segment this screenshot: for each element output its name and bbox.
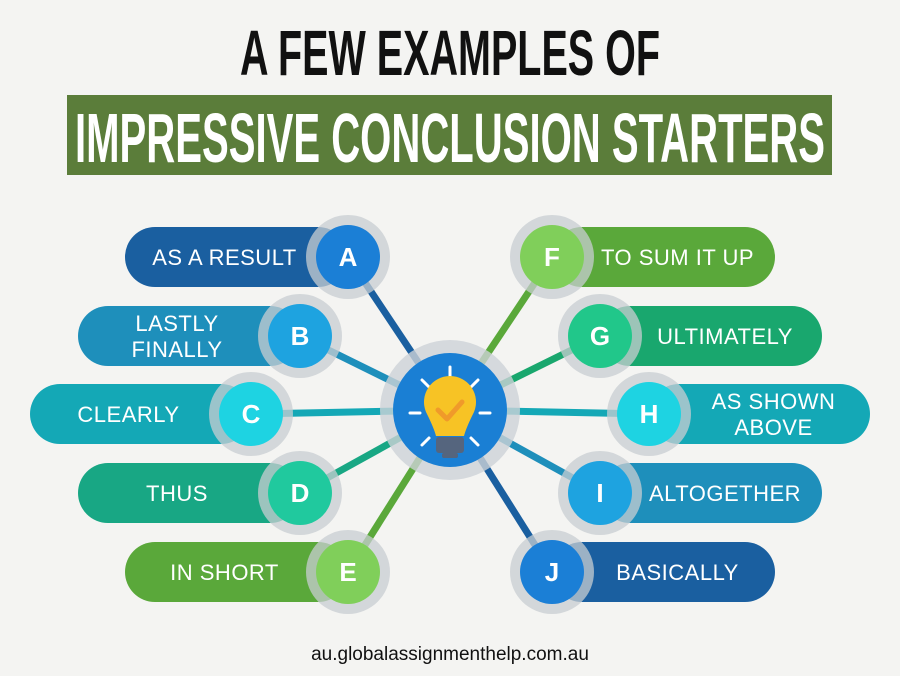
letter-circle — [568, 304, 632, 368]
item-label: TO SUM IT UP — [601, 245, 754, 270]
pill — [552, 227, 775, 287]
header: A FEW EXAMPLES OF IMPRESSIVE CONCLUSION … — [67, 17, 832, 177]
letter-label: H — [640, 399, 659, 429]
letter-label: C — [242, 399, 261, 429]
item-e: E IN SHORT — [125, 530, 390, 614]
item-g: G ULTIMATELY — [558, 294, 822, 378]
letter-circle — [316, 540, 380, 604]
item-j: J BASICALLY — [510, 530, 775, 614]
checkmark — [435, 399, 465, 422]
bulb — [424, 376, 477, 436]
letter-label: J — [545, 557, 559, 587]
letter-label: G — [590, 321, 610, 351]
letter-circle — [520, 225, 584, 289]
pill — [600, 463, 822, 523]
pill — [30, 384, 251, 444]
ray — [420, 436, 431, 447]
letter-label: A — [339, 242, 358, 272]
title-line-2: IMPRESSIVE CONCLUSION STARTERS — [75, 99, 825, 177]
item-label: CLEARLY — [77, 402, 179, 427]
item-label: ABOVE — [734, 415, 812, 440]
letter-label: E — [339, 557, 356, 587]
pill — [552, 542, 775, 602]
item-f: F TO SUM IT UP — [510, 215, 775, 299]
title-banner — [67, 95, 832, 175]
pill — [78, 463, 300, 523]
letter-circle — [568, 461, 632, 525]
letter-circle — [268, 304, 332, 368]
letter-label: F — [544, 242, 560, 272]
item-label: ALTOGETHER — [649, 481, 801, 506]
letter-circle — [219, 382, 283, 446]
item-a: A AS A RESULT — [125, 215, 390, 299]
item-label: AS SHOWN — [712, 389, 836, 414]
ray — [469, 436, 480, 447]
pill — [600, 306, 822, 366]
item-label: ULTIMATELY — [657, 324, 793, 349]
item-label: IN SHORT — [170, 560, 279, 585]
ray — [420, 378, 431, 389]
letter-label: I — [596, 478, 603, 508]
item-i: I ALTOGETHER — [558, 451, 822, 535]
letter-circle — [268, 461, 332, 525]
footer-url: au.globalassignmenthelp.com.au — [311, 644, 589, 665]
bulb-base — [436, 437, 464, 453]
pill — [125, 227, 348, 287]
center-hub — [380, 340, 520, 480]
letter-circle — [316, 225, 380, 289]
ray — [469, 378, 480, 389]
pill — [649, 384, 870, 444]
letter-label: B — [291, 321, 310, 351]
item-d: D THUS — [78, 451, 342, 535]
letter-circle — [520, 540, 584, 604]
letter-circle — [617, 382, 681, 446]
item-label: LASTLY — [135, 311, 218, 336]
title-line-1: A FEW EXAMPLES OF — [240, 17, 660, 89]
bulb-tip — [442, 453, 458, 458]
letter-label: D — [291, 478, 310, 508]
item-label: BASICALLY — [616, 560, 739, 585]
item-label: THUS — [146, 481, 208, 506]
item-label: AS A RESULT — [152, 245, 296, 270]
item-c: C CLEARLY — [30, 372, 293, 456]
lightbulb-checkmark-icon — [408, 365, 492, 458]
pill — [78, 306, 300, 366]
pill — [125, 542, 348, 602]
item-label: FINALLY — [131, 337, 222, 362]
